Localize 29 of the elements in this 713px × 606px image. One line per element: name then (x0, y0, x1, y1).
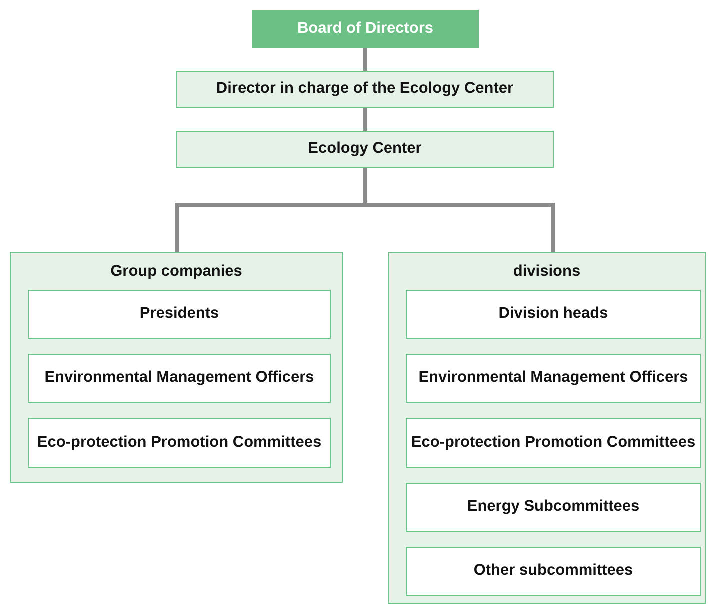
box-label: Board of Directors (297, 20, 434, 38)
group-heading: divisions (513, 263, 581, 282)
box-label: Eco-protection Promotion Committees (37, 434, 322, 452)
box-label: Eco-protection Promotion Committees (411, 434, 696, 452)
box-label: Environmental Management Officers (44, 369, 314, 388)
committee-box (28, 418, 331, 468)
connector-line (364, 48, 368, 71)
box-label: Environmental Management Officers (418, 369, 688, 388)
title-box (252, 10, 479, 48)
box-label: Ecology Center (308, 140, 422, 159)
group-panel (10, 252, 343, 483)
department-box (176, 131, 554, 168)
role-box (28, 290, 331, 339)
box-label: Energy Subcommittees (467, 498, 640, 517)
role-box (176, 71, 554, 108)
role-box (406, 290, 701, 339)
box-label: Presidents (140, 305, 220, 324)
box-label: Division heads (498, 305, 608, 324)
group-panel (388, 252, 706, 604)
committee-box (406, 547, 701, 596)
role-box (28, 354, 331, 403)
committee-box (406, 418, 701, 468)
group-heading: Group companies (110, 263, 242, 282)
connector-line (363, 168, 555, 252)
role-box (406, 354, 701, 403)
connector-line (363, 108, 367, 131)
box-label: Other subcommittees (474, 562, 634, 581)
box-label: Director in charge of the Ecology Center (216, 80, 514, 99)
committee-box (406, 483, 701, 532)
